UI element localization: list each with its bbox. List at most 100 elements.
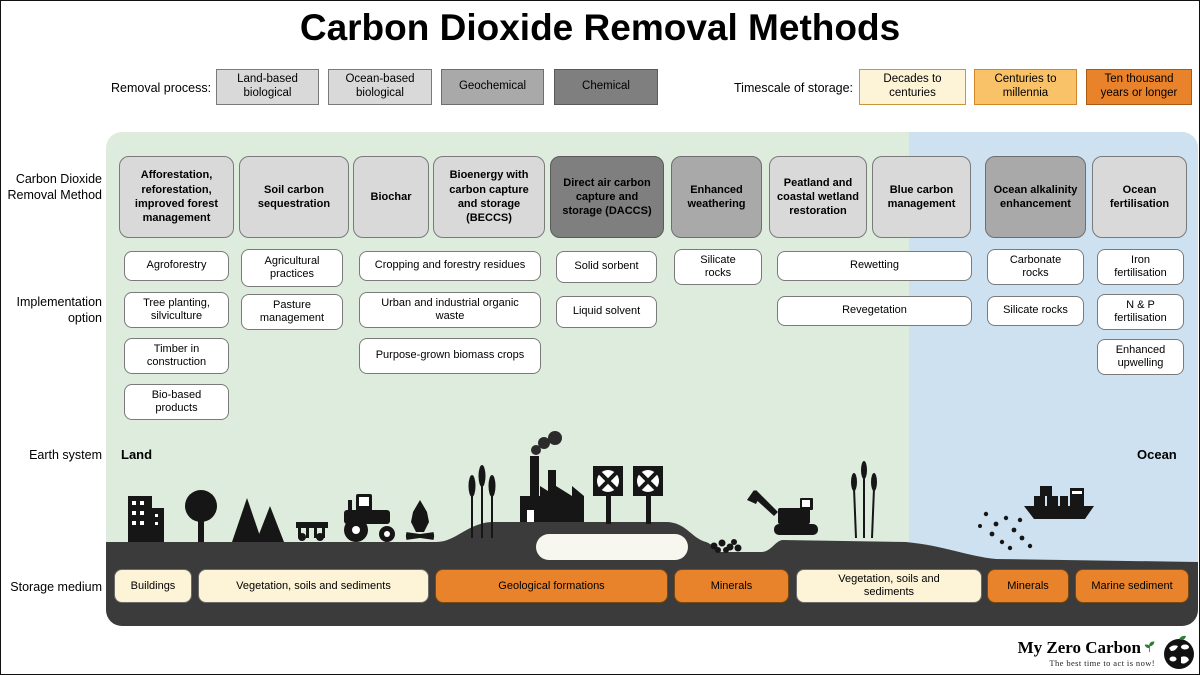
legend-label: Chemical <box>582 80 630 93</box>
gravel-icon <box>710 539 742 553</box>
storage-label: Buildings <box>130 579 176 592</box>
impl-silicate-rocks-ocean: Silicate rocks <box>987 296 1084 326</box>
fire-icon <box>405 500 435 540</box>
impl-label: Silicate rocks <box>700 253 736 279</box>
impl-revegetation: Revegetation <box>777 296 972 326</box>
row-label-implementation: Implementation option <box>16 295 102 326</box>
impl-purpose-grown-biomass: Purpose-grown biomass crops <box>359 338 541 374</box>
impl-label: Tree planting, silviculture <box>143 296 210 322</box>
geological-blob <box>536 534 688 560</box>
timescale-label: Timescale of storage: <box>734 81 854 95</box>
impl-label: Cropping and forestry residues <box>374 259 526 272</box>
storage-label: Vegetation, soils and sediments <box>838 573 940 598</box>
storage-label: Minerals <box>710 579 753 592</box>
impl-rewetting: Rewetting <box>777 251 972 281</box>
storage-minerals-ocean: Minerals <box>987 569 1069 603</box>
brand-name-text: My Zero Carbon <box>1017 638 1141 657</box>
storage-label: Vegetation, soils and sediments <box>236 579 391 592</box>
method-blue-carbon: Blue carbon management <box>872 156 971 238</box>
dac-fan-icon <box>593 466 663 524</box>
impl-label: Agroforestry <box>146 259 207 272</box>
ship-icon <box>1024 486 1094 519</box>
method-label: Ocean alkalinity enhancement <box>993 183 1078 210</box>
storage-vegetation-coastal: Vegetation, soils and sediments <box>796 569 982 603</box>
legend-label: Ocean-based biological <box>345 73 415 99</box>
legend-land-based-biological: Land-based biological <box>216 69 319 105</box>
impl-label: Pasture management <box>259 298 325 324</box>
building-icon <box>128 496 164 542</box>
legend-ocean-based-biological: Ocean-based biological <box>328 69 432 105</box>
impl-solid-sorbent: Solid sorbent <box>556 251 657 283</box>
impl-silicate-rocks-land: Silicate rocks <box>674 249 762 285</box>
method-peatland-wetland: Peatland and coastal wetland restoration <box>769 156 867 238</box>
impl-np-fertilisation: N & P fertilisation <box>1097 294 1184 330</box>
impl-iron-fertilisation: Iron fertilisation <box>1097 249 1184 285</box>
impl-label: Agricultural practices <box>264 254 320 280</box>
impl-label: N & P fertilisation <box>1114 298 1167 324</box>
storage-marine-sediment: Marine sediment <box>1075 569 1189 603</box>
legend-label: Decades to centuries <box>883 73 942 99</box>
impl-enhanced-upwelling: Enhanced upwelling <box>1097 339 1184 375</box>
impl-label: Revegetation <box>842 304 907 317</box>
method-biochar: Biochar <box>353 156 429 238</box>
impl-label: Liquid solvent <box>572 305 641 318</box>
impl-timber-construction: Timber in construction <box>124 338 229 374</box>
reeds-icon <box>851 461 877 539</box>
ocean-label: Ocean <box>1137 447 1177 462</box>
impl-label: Bio-based products <box>151 388 202 414</box>
impl-urban-organic-waste: Urban and industrial organic waste <box>359 292 541 328</box>
method-soil-carbon: Soil carbon sequestration <box>239 156 349 238</box>
sprout-icon <box>1144 641 1155 652</box>
legend-label: Geochemical <box>458 80 527 93</box>
impl-tree-planting: Tree planting, silviculture <box>124 292 229 328</box>
row-label-method: Carbon Dioxide Removal Method <box>7 172 103 203</box>
storage-vegetation-land: Vegetation, soils and sediments <box>198 569 429 603</box>
legend-label: Land-based biological <box>237 73 298 99</box>
factory-icon <box>520 431 584 522</box>
method-label: Soil carbon sequestration <box>257 183 331 210</box>
excavator-icon <box>747 490 818 535</box>
legend-geochemical: Geochemical <box>441 69 544 105</box>
impl-cropping-residues: Cropping and forestry residues <box>359 251 541 281</box>
harrow-icon <box>296 522 328 541</box>
land-label: Land <box>121 447 153 462</box>
method-label: Enhanced weathering <box>687 183 746 210</box>
method-label: Biochar <box>370 190 412 203</box>
sediment-dots-icon <box>978 511 1033 551</box>
method-beccs: Bioenergy with carbon capture and storag… <box>433 156 545 238</box>
impl-label: Rewetting <box>850 259 899 272</box>
removal-process-label: Removal process: <box>111 81 212 95</box>
method-ocean-alkalinity: Ocean alkalinity enhancement <box>985 156 1086 238</box>
impl-label: Enhanced upwelling <box>1115 343 1166 369</box>
method-label: Ocean fertilisation <box>1109 183 1170 210</box>
method-enhanced-weathering: Enhanced weathering <box>671 156 762 238</box>
legend-centuries-to-millennia: Centuries to millennia <box>974 69 1077 105</box>
legend-ten-thousand-years: Ten thousand years or longer <box>1086 69 1192 105</box>
impl-label: Timber in construction <box>146 342 207 368</box>
wheat-icon <box>468 465 496 538</box>
brand-text: My Zero Carbon The best time to act is n… <box>1018 638 1155 668</box>
method-ocean-fertilisation: Ocean fertilisation <box>1092 156 1187 238</box>
row-label-storage-medium: Storage medium <box>10 580 102 594</box>
impl-label: Urban and industrial organic waste <box>381 296 519 322</box>
page-title: Carbon Dioxide Removal Methods <box>299 7 901 48</box>
method-label: Peatland and coastal wetland restoration <box>777 176 859 218</box>
storage-buildings: Buildings <box>114 569 192 603</box>
globe-icon <box>1164 635 1194 669</box>
legend-label: Centuries to millennia <box>994 73 1057 99</box>
row-label-earth-system: Earth system <box>29 448 102 462</box>
impl-agricultural-practices: Agricultural practices <box>241 249 343 287</box>
impl-label: Solid sorbent <box>574 260 639 273</box>
impl-agroforestry: Agroforestry <box>124 251 229 281</box>
storage-label: Minerals <box>1007 579 1049 592</box>
impl-pasture-management: Pasture management <box>241 294 343 330</box>
method-label: Bioenergy with carbon capture and storag… <box>449 169 529 225</box>
impl-carbonate-rocks: Carbonate rocks <box>987 249 1084 285</box>
impl-label: Iron fertilisation <box>1114 253 1167 279</box>
method-label: Afforestation, reforestation, improved f… <box>134 169 219 225</box>
storage-label: Geological formations <box>498 579 605 592</box>
conifer-icon <box>232 498 284 542</box>
method-daccs: Direct air carbon capture and storage (D… <box>550 156 664 238</box>
impl-liquid-solvent: Liquid solvent <box>556 296 657 328</box>
legend-decades-to-centuries: Decades to centuries <box>859 69 966 105</box>
